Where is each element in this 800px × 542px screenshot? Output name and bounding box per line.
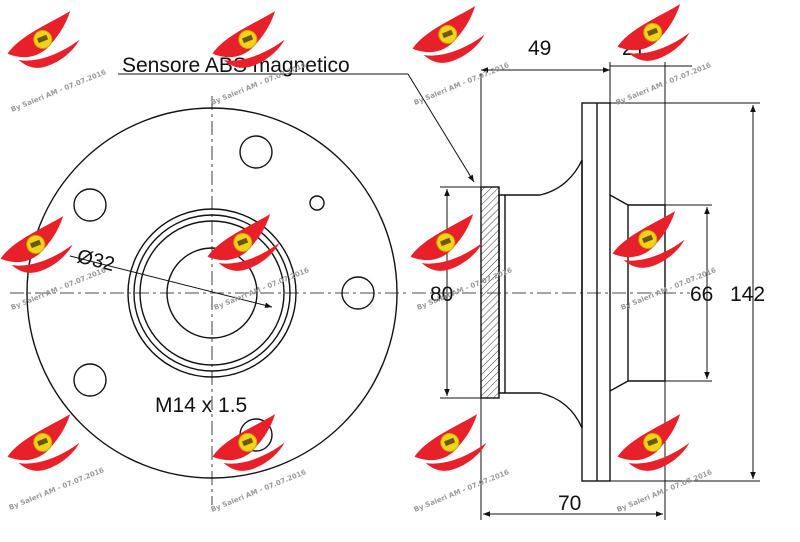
abs-sensor-ring bbox=[480, 186, 500, 399]
watermark-text: By Saleri AM - 07.07.2016 bbox=[8, 466, 106, 512]
dim-66: 66 bbox=[690, 283, 713, 306]
watermark-text: By Saleri AM - 07.07.2016 bbox=[413, 61, 511, 107]
watermark-logo bbox=[606, 210, 692, 279]
watermark-text: By Saleri AM - 07.07.2016 bbox=[413, 468, 511, 514]
dim-142: 142 bbox=[730, 283, 765, 306]
diameter-leader bbox=[69, 255, 273, 309]
hub-body bbox=[498, 159, 583, 429]
side-view bbox=[480, 102, 666, 482]
dim-49: 49 bbox=[528, 37, 551, 60]
watermark-logo bbox=[206, 413, 292, 482]
watermark-text: By Saleri AM - 07.07.2016 bbox=[210, 468, 308, 514]
watermark-logo bbox=[1, 413, 87, 482]
thread-label: M14 x 1.5 bbox=[155, 394, 247, 417]
watermark-text: By Saleri AM - 07.07.2016 bbox=[10, 68, 108, 114]
watermark-row-1: By Saleri AM - 07.07.2016 By Saleri AM -… bbox=[1, 3, 713, 114]
front-centerlines bbox=[10, 96, 410, 505]
watermark-row-3: By Saleri AM - 07.07.2016 By Saleri AM -… bbox=[1, 413, 713, 514]
watermark-text: By Saleri AM - 07.07.2016 bbox=[10, 266, 108, 312]
bolt-hole-top bbox=[239, 135, 273, 169]
bolt-hole-upper-left bbox=[73, 188, 107, 222]
watermark-logo bbox=[611, 413, 697, 482]
dimension-lines bbox=[118, 62, 760, 520]
bolt-hole-lower-left bbox=[73, 363, 107, 397]
watermark-text: By Saleri AM - 07.07.2016 bbox=[615, 61, 713, 107]
watermark-logo bbox=[1, 10, 87, 79]
watermark-logo bbox=[406, 5, 492, 74]
dim-70: 70 bbox=[558, 492, 581, 515]
small-hole bbox=[309, 195, 325, 211]
watermark-logo bbox=[408, 413, 494, 482]
flange-side bbox=[581, 102, 611, 482]
dim-80: 80 bbox=[430, 283, 453, 306]
